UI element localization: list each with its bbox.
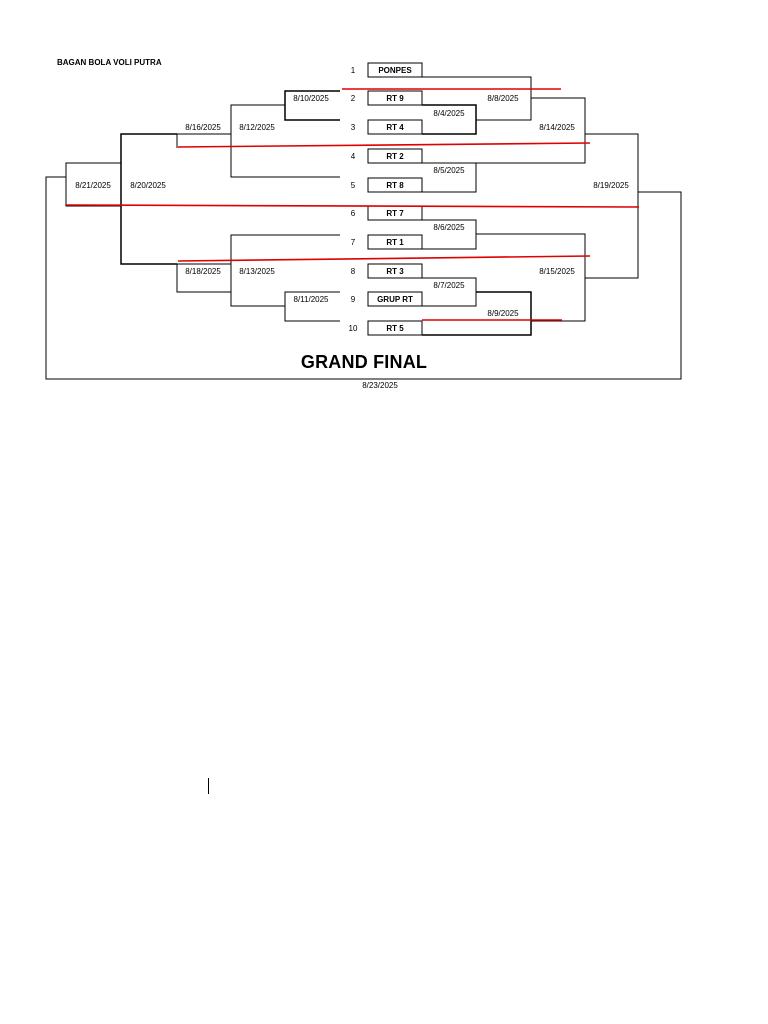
team-box-10 <box>367 320 423 336</box>
team-name-2: RT 9 <box>386 94 404 103</box>
grand-final-title: GRAND FINAL <box>300 352 428 372</box>
team-name-5: RT 8 <box>386 181 404 190</box>
seed-6: 6 <box>351 209 356 218</box>
date-8-15: 8/15/2025 <box>539 267 575 276</box>
date-8-5: 8/5/2025 <box>433 166 465 175</box>
team-box-2 <box>367 90 423 106</box>
strike-line-3 <box>65 204 640 208</box>
date-8-16: 8/16/2025 <box>185 123 221 132</box>
team-name-9: GRUP RT <box>377 295 413 304</box>
team-name-10: RT 5 <box>386 324 404 333</box>
date-8-6: 8/6/2025 <box>433 223 465 232</box>
conn-8-21 <box>65 162 121 207</box>
grand-final-date: 8/23/2025 <box>362 381 398 390</box>
date-8-13: 8/13/2025 <box>239 267 275 276</box>
team-box-7 <box>367 234 423 250</box>
conn-grand-final <box>45 176 682 380</box>
date-8-12: 8/12/2025 <box>239 123 275 132</box>
team-name-3: RT 4 <box>386 123 404 132</box>
conn-8-20 <box>120 133 177 265</box>
document-title: BAGAN BOLA VOLI PUTRA <box>57 58 162 67</box>
seed-1: 1 <box>351 66 356 75</box>
seed-4: 4 <box>351 152 356 161</box>
seed-5: 5 <box>351 181 356 190</box>
team-boxes <box>367 62 423 336</box>
seed-9: 9 <box>351 295 356 304</box>
match-dates: 8/4/2025 8/5/2025 8/6/2025 8/7/2025 8/8/… <box>75 94 629 318</box>
seed-2: 2 <box>351 94 356 103</box>
date-8-20: 8/20/2025 <box>130 181 166 190</box>
conn-8-14 <box>476 97 586 164</box>
date-8-7: 8/7/2025 <box>433 281 465 290</box>
team-box-1 <box>367 62 423 78</box>
date-8-21: 8/21/2025 <box>75 181 111 190</box>
date-8-8: 8/8/2025 <box>487 94 519 103</box>
strike-line-4 <box>177 255 591 262</box>
seed-8: 8 <box>351 267 356 276</box>
team-name-7: RT 1 <box>386 238 404 247</box>
conn-8-19 <box>585 133 639 279</box>
team-box-9 <box>367 291 423 307</box>
conn-8-13 <box>230 234 340 307</box>
bracket-lines <box>45 76 682 380</box>
team-name-6: RT 7 <box>386 209 404 218</box>
conn-8-12 <box>230 104 340 178</box>
conn-8-18 <box>176 263 231 293</box>
team-box-8 <box>367 263 423 279</box>
team-name-1: PONPES <box>378 66 412 75</box>
seed-7: 7 <box>351 238 356 247</box>
team-name-4: RT 2 <box>386 152 404 161</box>
date-8-9: 8/9/2025 <box>487 309 519 318</box>
date-8-11: 8/11/2025 <box>294 295 330 304</box>
seed-3: 3 <box>351 123 356 132</box>
date-8-14: 8/14/2025 <box>539 123 575 132</box>
strike-line-2 <box>177 142 591 148</box>
seed-numbers: 1 2 3 4 5 6 7 8 9 10 <box>349 66 358 333</box>
date-8-10: 8/10/2025 <box>293 94 329 103</box>
elimination-marks <box>65 88 640 321</box>
text-cursor <box>208 778 209 794</box>
date-8-4: 8/4/2025 <box>433 109 465 118</box>
conn-2-3-8-4 <box>422 104 477 135</box>
team-box-3 <box>367 119 423 135</box>
date-8-18: 8/18/2025 <box>185 267 221 276</box>
seed-10: 10 <box>349 324 358 333</box>
conn-9-10-8-9 <box>422 291 532 336</box>
team-box-5 <box>367 177 423 193</box>
team-name-8: RT 3 <box>386 267 404 276</box>
conn-4-5-8-5 <box>422 162 477 193</box>
date-8-19: 8/19/2025 <box>593 181 629 190</box>
team-box-4 <box>367 148 423 164</box>
team-names: PONPES RT 9 RT 4 RT 2 RT 8 RT 7 RT 1 RT … <box>377 66 413 333</box>
